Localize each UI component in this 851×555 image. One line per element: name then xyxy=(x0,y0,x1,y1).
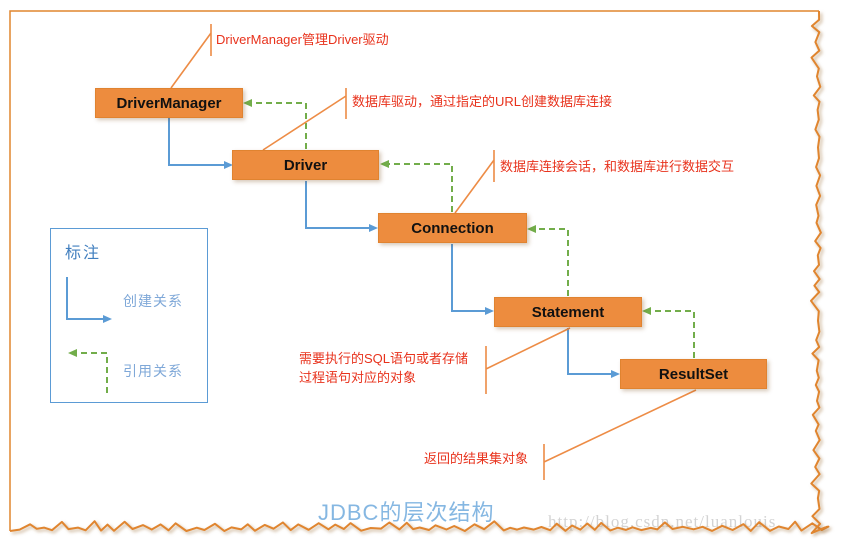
reference-arrow-resultset-to-statement xyxy=(642,307,695,358)
legend-label-reference: 引用关系 xyxy=(123,363,183,379)
callout-line-statement xyxy=(485,327,571,394)
legend-label-creation: 创建关系 xyxy=(123,293,183,309)
callout-line-resultset xyxy=(543,389,697,480)
annotation-statement: 需要执行的SQL语句或者存储 过程语句对应的对象 xyxy=(299,351,469,385)
node-connection: Connection xyxy=(378,213,527,243)
creation-arrow-connection-to-statement xyxy=(451,244,494,315)
node-connection-label: Connection xyxy=(411,219,494,237)
annotation-driver: 数据库驱动，通过指定的URL创建数据库连接 xyxy=(352,94,613,109)
annotation-driver-manager: DriverManager管理Driver驱动 xyxy=(216,32,389,47)
callout-line-connection xyxy=(454,150,495,214)
node-driver-manager-label: DriverManager xyxy=(116,94,222,112)
legend-title: 标注 xyxy=(65,245,102,262)
node-driver: Driver xyxy=(232,150,379,180)
creation-arrow-sample-icon xyxy=(66,277,112,323)
reference-arrow-connection-to-driver xyxy=(380,160,453,212)
node-driver-label: Driver xyxy=(283,156,328,174)
node-statement: Statement xyxy=(494,297,642,327)
node-resultset-label: ResultSet xyxy=(658,365,729,383)
reference-arrow-statement-to-connection xyxy=(527,225,569,296)
creation-arrow-driver-to-connection xyxy=(305,181,378,232)
node-statement-label: Statement xyxy=(531,303,605,321)
annotation-resultset: 返回的结果集对象 xyxy=(424,451,529,466)
callout-line-driver xyxy=(262,88,347,151)
callout-line-drivermanager xyxy=(170,24,212,89)
reference-arrow-driver-to-drivermanager xyxy=(243,99,307,149)
creation-arrow-drivermanager-to-driver xyxy=(168,118,233,169)
node-driver-manager: DriverManager xyxy=(95,88,243,118)
node-resultset: ResultSet xyxy=(620,359,767,389)
annotation-connection: 数据库连接会话，和数据库进行数据交互 xyxy=(500,159,735,174)
legend-box: 标注 创建关系 引用关系 xyxy=(50,228,208,403)
creation-arrow-statement-to-resultset xyxy=(567,328,620,378)
reference-arrow-sample-icon xyxy=(68,349,108,393)
